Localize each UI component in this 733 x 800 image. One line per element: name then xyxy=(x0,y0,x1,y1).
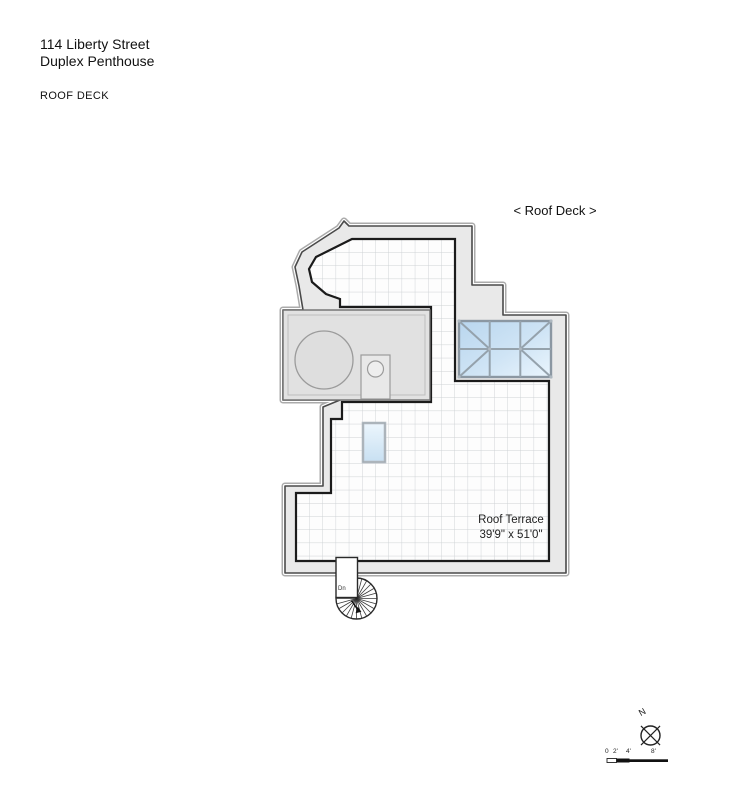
address-line-2: Duplex Penthouse xyxy=(40,53,155,69)
address-line-1: 114 Liberty Street xyxy=(40,36,150,52)
equipment-unit xyxy=(360,354,391,400)
north-arrow-icon xyxy=(640,725,661,746)
down-arrow xyxy=(350,600,359,611)
scale-tick-8: 8' xyxy=(651,748,656,755)
spiral-stair-down xyxy=(335,556,378,620)
down-arrow-head xyxy=(355,606,362,614)
terrace-name: Roof Terrace xyxy=(478,514,544,526)
section-title: ROOF DECK xyxy=(40,90,109,102)
scale-tick-0: 0 xyxy=(605,748,609,755)
roof-deck-callout: < Roof Deck > xyxy=(513,203,597,218)
roof-hatch xyxy=(361,421,387,464)
scale-bar xyxy=(606,758,668,763)
scale-tick-4: 4' xyxy=(626,748,631,755)
roof-terrace xyxy=(294,237,551,563)
hot-tub xyxy=(294,330,354,390)
terrace-dimensions: 39'9" x 51'0" xyxy=(479,529,543,541)
terrace-label: Roof Terrace 39'9" x 51'0" xyxy=(450,513,572,543)
scale-tick-2: 2' xyxy=(613,748,618,755)
stair-treads xyxy=(336,579,377,619)
stair-dn-label: Dn xyxy=(338,586,346,592)
skylight xyxy=(457,319,553,379)
equipment-room xyxy=(282,309,431,401)
